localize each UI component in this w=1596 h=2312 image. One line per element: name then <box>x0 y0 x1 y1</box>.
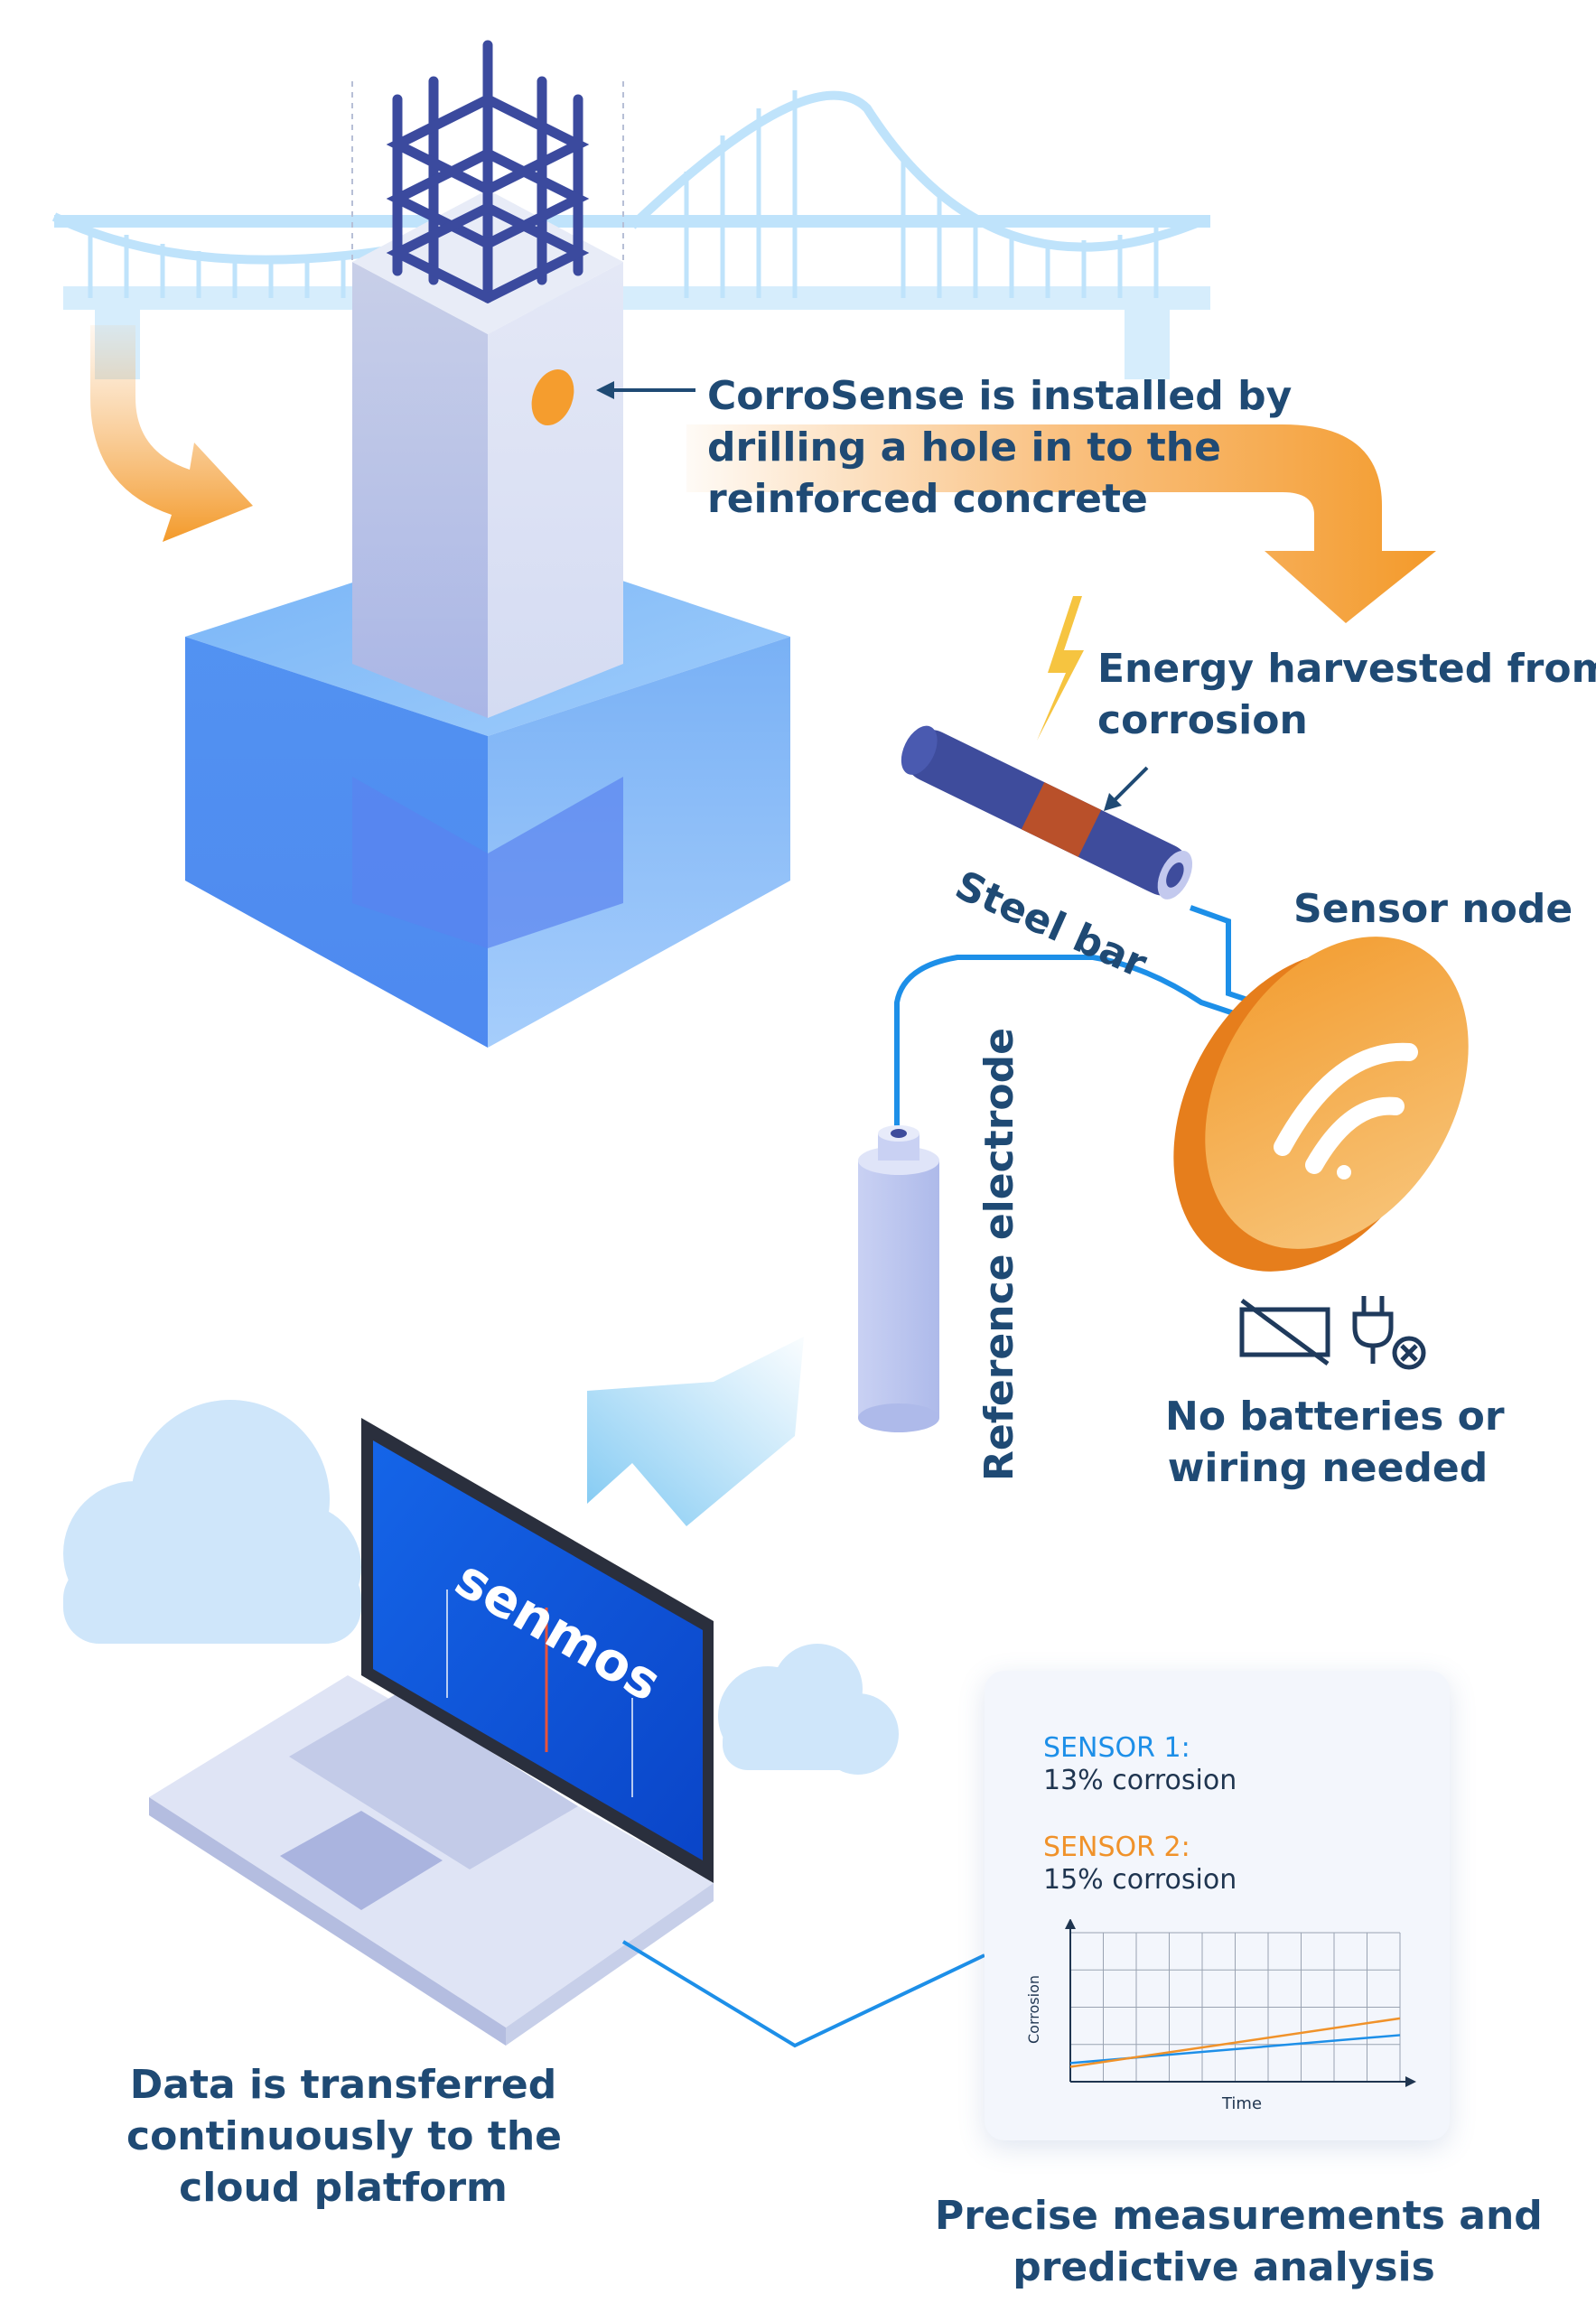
lightning-icon <box>1037 596 1084 741</box>
cloud-icon-small <box>718 1644 899 1775</box>
chart-y-axis-arrow <box>1065 1919 1076 1929</box>
data-transfer-label-line: continuously to the <box>126 2113 563 2160</box>
wifi-icon <box>1274 1042 1418 1179</box>
sensor-readings-card: SENSOR 1: 13% corrosion SENSOR 2: 15% co… <box>985 1671 1450 2140</box>
steel-bar <box>901 725 1193 900</box>
install-label-line: drilling a hole in to the <box>707 424 1221 471</box>
install-label-line: reinforced concrete <box>707 476 1148 523</box>
install-label-line: CorroSense is installed by <box>707 373 1293 419</box>
sensor-1-name: SENSOR 1: <box>1043 1732 1190 1764</box>
chart-axes <box>1065 1919 1416 2087</box>
energy-label: Energy harvested from corrosion <box>1097 643 1596 746</box>
chart-x-label: Time <box>1221 2094 1262 2113</box>
chart-y-label: Corrosion <box>1025 1975 1042 2044</box>
energy-pointer-head <box>1104 793 1122 811</box>
install-pointer-arrow <box>596 381 695 399</box>
data-transfer-label-line: Data is transferred <box>129 2062 557 2108</box>
sensor-1-value: 13% corrosion <box>1043 1765 1237 1796</box>
bridge <box>51 90 1210 379</box>
connector-line <box>621 1940 985 2048</box>
rebar-cage <box>386 40 590 304</box>
laptop-screen-graph <box>446 1590 633 1797</box>
orange-arrow-left <box>90 325 253 542</box>
chart-x-axis-arrow <box>1405 2076 1416 2087</box>
install-label: CorroSense is installed by drilling a ho… <box>707 370 1292 526</box>
orange-arrow-right <box>686 424 1436 623</box>
chart-grid <box>1070 1932 1401 2082</box>
precise-analysis-label-line: predictive analysis <box>1013 2244 1435 2291</box>
laptop <box>149 1418 714 2046</box>
concrete-pillar <box>351 81 624 948</box>
no-plug-icon <box>1352 1296 1426 1370</box>
installed-sensor <box>531 369 574 425</box>
no-battery-icon <box>1239 1298 1330 1366</box>
sensor-2-value: 15% corrosion <box>1043 1864 1237 1896</box>
precise-analysis-label-line: Precise measurements and <box>935 2193 1543 2239</box>
data-transfer-label-line: cloud platform <box>179 2165 508 2212</box>
sensor-2-name: SENSOR 2: <box>1043 1832 1190 1863</box>
cloud-icon <box>63 1400 361 1644</box>
no-batteries-label-line: wiring needed <box>1167 1445 1489 1492</box>
reference-electrode-label: Reference electrode <box>976 1028 1022 1481</box>
energy-label-line: Energy harvested from <box>1097 646 1596 692</box>
sensor-node <box>1173 937 1469 1272</box>
data-transfer-label: Data is transferred continuously to the … <box>126 2059 563 2214</box>
sensor-node-label: Sensor node <box>1293 886 1573 932</box>
no-batteries-label-line: No batteries or <box>1165 1394 1505 1440</box>
energy-label-line: corrosion <box>1097 697 1308 744</box>
corrosion-chart: Time Corrosion <box>1025 1919 1416 2113</box>
precise-analysis-label: Precise measurements and predictive anal… <box>935 2190 1543 2293</box>
reference-electrode <box>858 1125 939 1432</box>
no-batteries-label: No batteries or wiring needed <box>1165 1391 1505 1494</box>
chart-series-line-2 <box>1069 2017 1401 2068</box>
energy-pointer-arrow <box>1109 766 1149 806</box>
chart-series <box>1069 2017 1401 2068</box>
blue-arrow <box>587 1337 804 1526</box>
